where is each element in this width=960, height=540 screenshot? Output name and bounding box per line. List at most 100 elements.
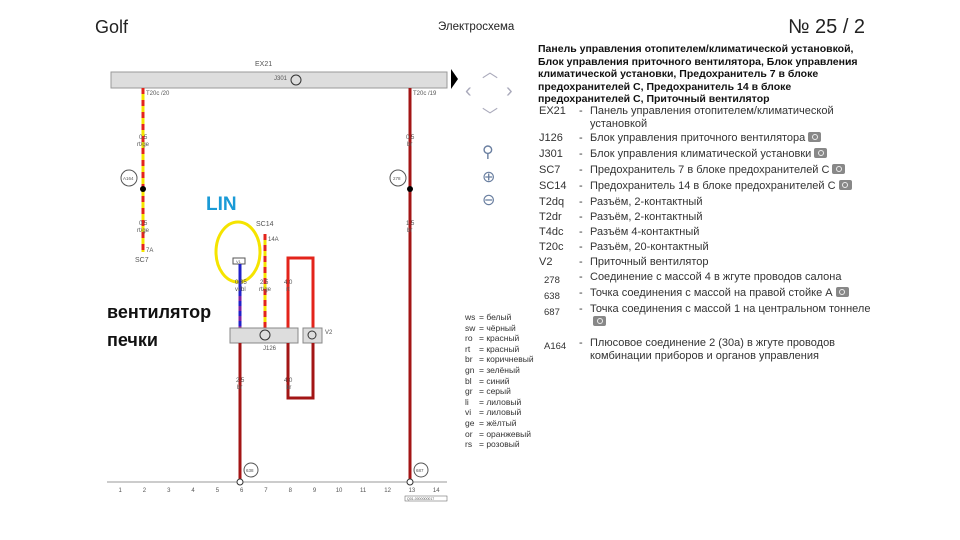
color-code: sw bbox=[465, 322, 476, 333]
axis-tick-label: 4 bbox=[191, 488, 195, 494]
wire-label: 2.5 bbox=[260, 280, 269, 286]
item-code: J301 bbox=[539, 148, 563, 160]
item-desc: Приточный вентилятор bbox=[590, 256, 880, 269]
item-desc: Разъём, 20-контактный bbox=[590, 241, 880, 254]
page-number: № 25 / 2 bbox=[788, 16, 866, 38]
ref-code: Q01-0000000017 bbox=[407, 497, 434, 501]
item-desc-text: Плюсовое соединение 2 (30a) в жгуте пров… bbox=[590, 337, 836, 362]
zoom-out-icon[interactable]: ⊖ bbox=[482, 192, 496, 209]
camera-icon[interactable] bbox=[593, 316, 606, 326]
wire-label: rt bbox=[286, 287, 290, 293]
fan-icon bbox=[259, 329, 271, 341]
item-code: 687 bbox=[544, 307, 560, 318]
item-code: T2dr bbox=[539, 211, 562, 223]
camera-icon[interactable] bbox=[838, 180, 852, 190]
item-desc-text: Разъём, 2-контактный bbox=[590, 196, 703, 208]
color-name: = коричневый bbox=[479, 354, 534, 365]
item-desc: Предохранитель 14 в блоке предохранителе… bbox=[590, 180, 880, 193]
item-dash: - bbox=[579, 164, 583, 176]
ex21-panel bbox=[110, 71, 448, 89]
camera-icon[interactable] bbox=[835, 287, 849, 297]
camera-icon[interactable] bbox=[814, 148, 828, 158]
axis-tick-label: 12 bbox=[384, 488, 391, 494]
item-dash: - bbox=[579, 211, 583, 223]
wire-label: br bbox=[407, 228, 412, 234]
wire-label: 0.5 bbox=[139, 135, 148, 141]
zoom-fit-icon[interactable]: ⚲ bbox=[482, 144, 494, 161]
camera-icon[interactable] bbox=[832, 164, 846, 174]
item-dash: - bbox=[579, 148, 583, 160]
item-desc: Разъём 4-контактный bbox=[590, 226, 880, 239]
legend-color-row: rs= розовый bbox=[465, 439, 534, 450]
pan-down-icon[interactable]: ﹀ bbox=[482, 108, 499, 125]
color-code: gn bbox=[465, 364, 475, 375]
panel-title: Панель управления отопителем/климатическ… bbox=[538, 43, 858, 106]
color-code: br bbox=[465, 354, 473, 365]
wire-label: 1.5 bbox=[406, 221, 415, 227]
ground-687 bbox=[413, 462, 429, 478]
axis-tick-label: 2 bbox=[143, 488, 147, 494]
item-dash: - bbox=[579, 287, 583, 299]
ref-box bbox=[404, 495, 448, 502]
color-name: = чёрный bbox=[479, 322, 516, 333]
wire-label: br bbox=[237, 385, 242, 391]
motor-icon bbox=[307, 330, 317, 340]
ground-node bbox=[406, 478, 414, 486]
item-code: SC14 bbox=[539, 180, 567, 192]
item-dash: - bbox=[579, 226, 583, 238]
color-code: ws bbox=[465, 312, 476, 322]
item-code: A164 bbox=[544, 341, 567, 352]
item-code: T2dq bbox=[539, 196, 565, 208]
junction-dot bbox=[407, 186, 413, 192]
zoom-in-icon[interactable]: ⊕ bbox=[482, 169, 496, 186]
color-name: = зелёный bbox=[479, 364, 520, 375]
fan-annotation-line2: печки bbox=[107, 330, 158, 350]
label-278: 278 bbox=[393, 176, 401, 181]
item-desc: Предохранитель 7 в блоке предохранителей… bbox=[590, 164, 880, 177]
color-name: = белый bbox=[479, 312, 512, 322]
wire-label: 4.0 bbox=[284, 378, 293, 384]
legend-color-row: bl= синий bbox=[465, 376, 534, 387]
item-code: 278 bbox=[544, 275, 560, 286]
camera-icon[interactable] bbox=[808, 132, 822, 142]
legend-color-row: br = коричневый bbox=[465, 354, 534, 365]
item-desc-text: Панель управления отопителем/климатическ… bbox=[590, 105, 834, 130]
legend-color-row: vi= лиловый bbox=[465, 407, 534, 418]
item-desc: Плюсовое соединение 2 (30a) в жгуте пров… bbox=[590, 337, 880, 363]
axis-tick-label: 3 bbox=[167, 488, 171, 494]
wire-label: 4.0 bbox=[284, 280, 293, 286]
color-code: bl bbox=[465, 375, 472, 386]
item-code: J126 bbox=[539, 132, 563, 144]
wire-label: br bbox=[407, 142, 412, 148]
label-sc14: SC14 bbox=[256, 221, 274, 228]
item-desc-text: Точка соединения с массой на правой стой… bbox=[590, 287, 833, 299]
label-t20c-20: T20c /20 bbox=[146, 91, 170, 97]
label-687: 687 bbox=[416, 468, 424, 473]
item-desc: Панель управления отопителем/климатическ… bbox=[590, 105, 880, 131]
pan-right-icon[interactable]: › bbox=[506, 80, 513, 102]
v2-fan-box bbox=[302, 327, 323, 344]
color-code: ro bbox=[465, 333, 473, 344]
color-code: vi bbox=[465, 407, 472, 418]
panel-arrow-icon[interactable] bbox=[451, 69, 458, 89]
fan-icon bbox=[290, 74, 302, 86]
axis-tick-label: 14 bbox=[433, 488, 440, 494]
item-desc-text: Блок управления приточного вентилятора bbox=[590, 132, 806, 144]
ground-278 bbox=[389, 169, 407, 187]
item-desc: Соединение с массой 4 в жгуте проводов с… bbox=[590, 271, 880, 284]
ground-638 bbox=[243, 462, 259, 478]
label-j301: J301 bbox=[274, 76, 288, 82]
label-t20c-19: T20c /19 bbox=[413, 91, 437, 97]
axis-tick-label: 10 bbox=[336, 488, 343, 494]
pan-left-icon[interactable]: ‹ bbox=[465, 80, 472, 102]
label-ex21: EX21 bbox=[255, 61, 272, 68]
item-code: 638 bbox=[544, 291, 560, 302]
color-code: or bbox=[465, 428, 473, 439]
item-code: V2 bbox=[539, 256, 553, 268]
item-code: SC7 bbox=[539, 164, 561, 176]
item-code: EX21 bbox=[539, 105, 566, 117]
label-sc7: SC7 bbox=[135, 257, 149, 264]
axis-tick-label: 9 bbox=[313, 488, 317, 494]
pan-up-icon[interactable]: ︿ bbox=[482, 64, 499, 81]
